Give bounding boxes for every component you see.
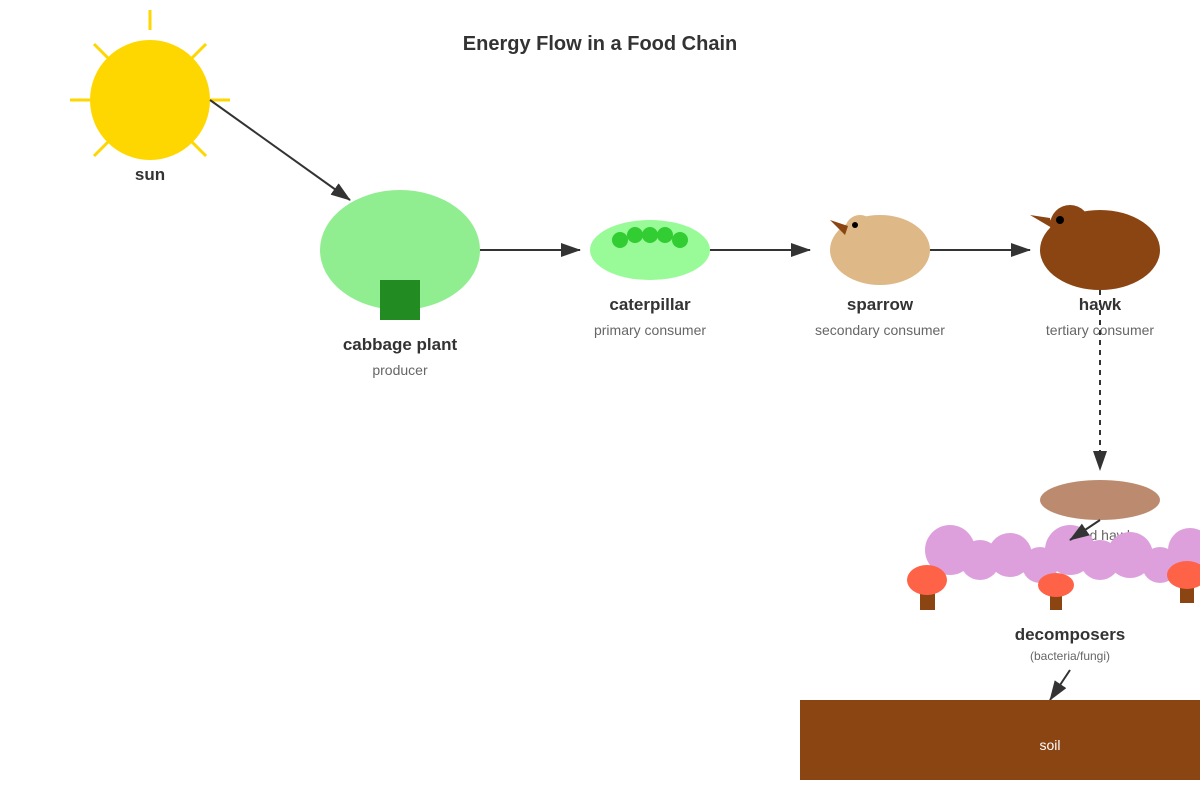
- hawk-icon: [1030, 205, 1160, 290]
- soil-label: soil: [1039, 737, 1060, 753]
- cabbage-plant-label: cabbage plant: [343, 335, 458, 354]
- decomposers-role: (bacteria/fungi): [1030, 649, 1110, 663]
- sun-icon: [70, 10, 230, 160]
- sun-label: sun: [135, 165, 165, 184]
- mushroom-icon: [1038, 573, 1074, 610]
- caterpillar-icon: [590, 220, 710, 280]
- sparrow-icon: [830, 215, 930, 285]
- decomposers-icon: [907, 525, 1200, 610]
- dead-hawk-icon: [1040, 480, 1160, 520]
- decomposers-label: decomposers: [1015, 625, 1126, 644]
- arrow-sun-to-cabbage: [209, 99, 351, 201]
- arrow-dead-hawk-to-decomposers: [1069, 519, 1101, 541]
- soil-block: [800, 700, 1200, 780]
- caterpillar-role: primary consumer: [594, 322, 706, 338]
- mushroom-icon: [907, 565, 947, 610]
- cabbage-plant-role: producer: [372, 362, 428, 378]
- diagram-title: Energy Flow in a Food Chain: [463, 33, 737, 55]
- arrow-decomposers-to-soil: [1049, 669, 1071, 701]
- sparrow-label: sparrow: [847, 295, 914, 314]
- caterpillar-label: caterpillar: [609, 295, 691, 314]
- sparrow-role: secondary consumer: [815, 322, 945, 338]
- mushroom-icon: [1167, 561, 1200, 603]
- cabbage-plant-icon: [320, 190, 480, 320]
